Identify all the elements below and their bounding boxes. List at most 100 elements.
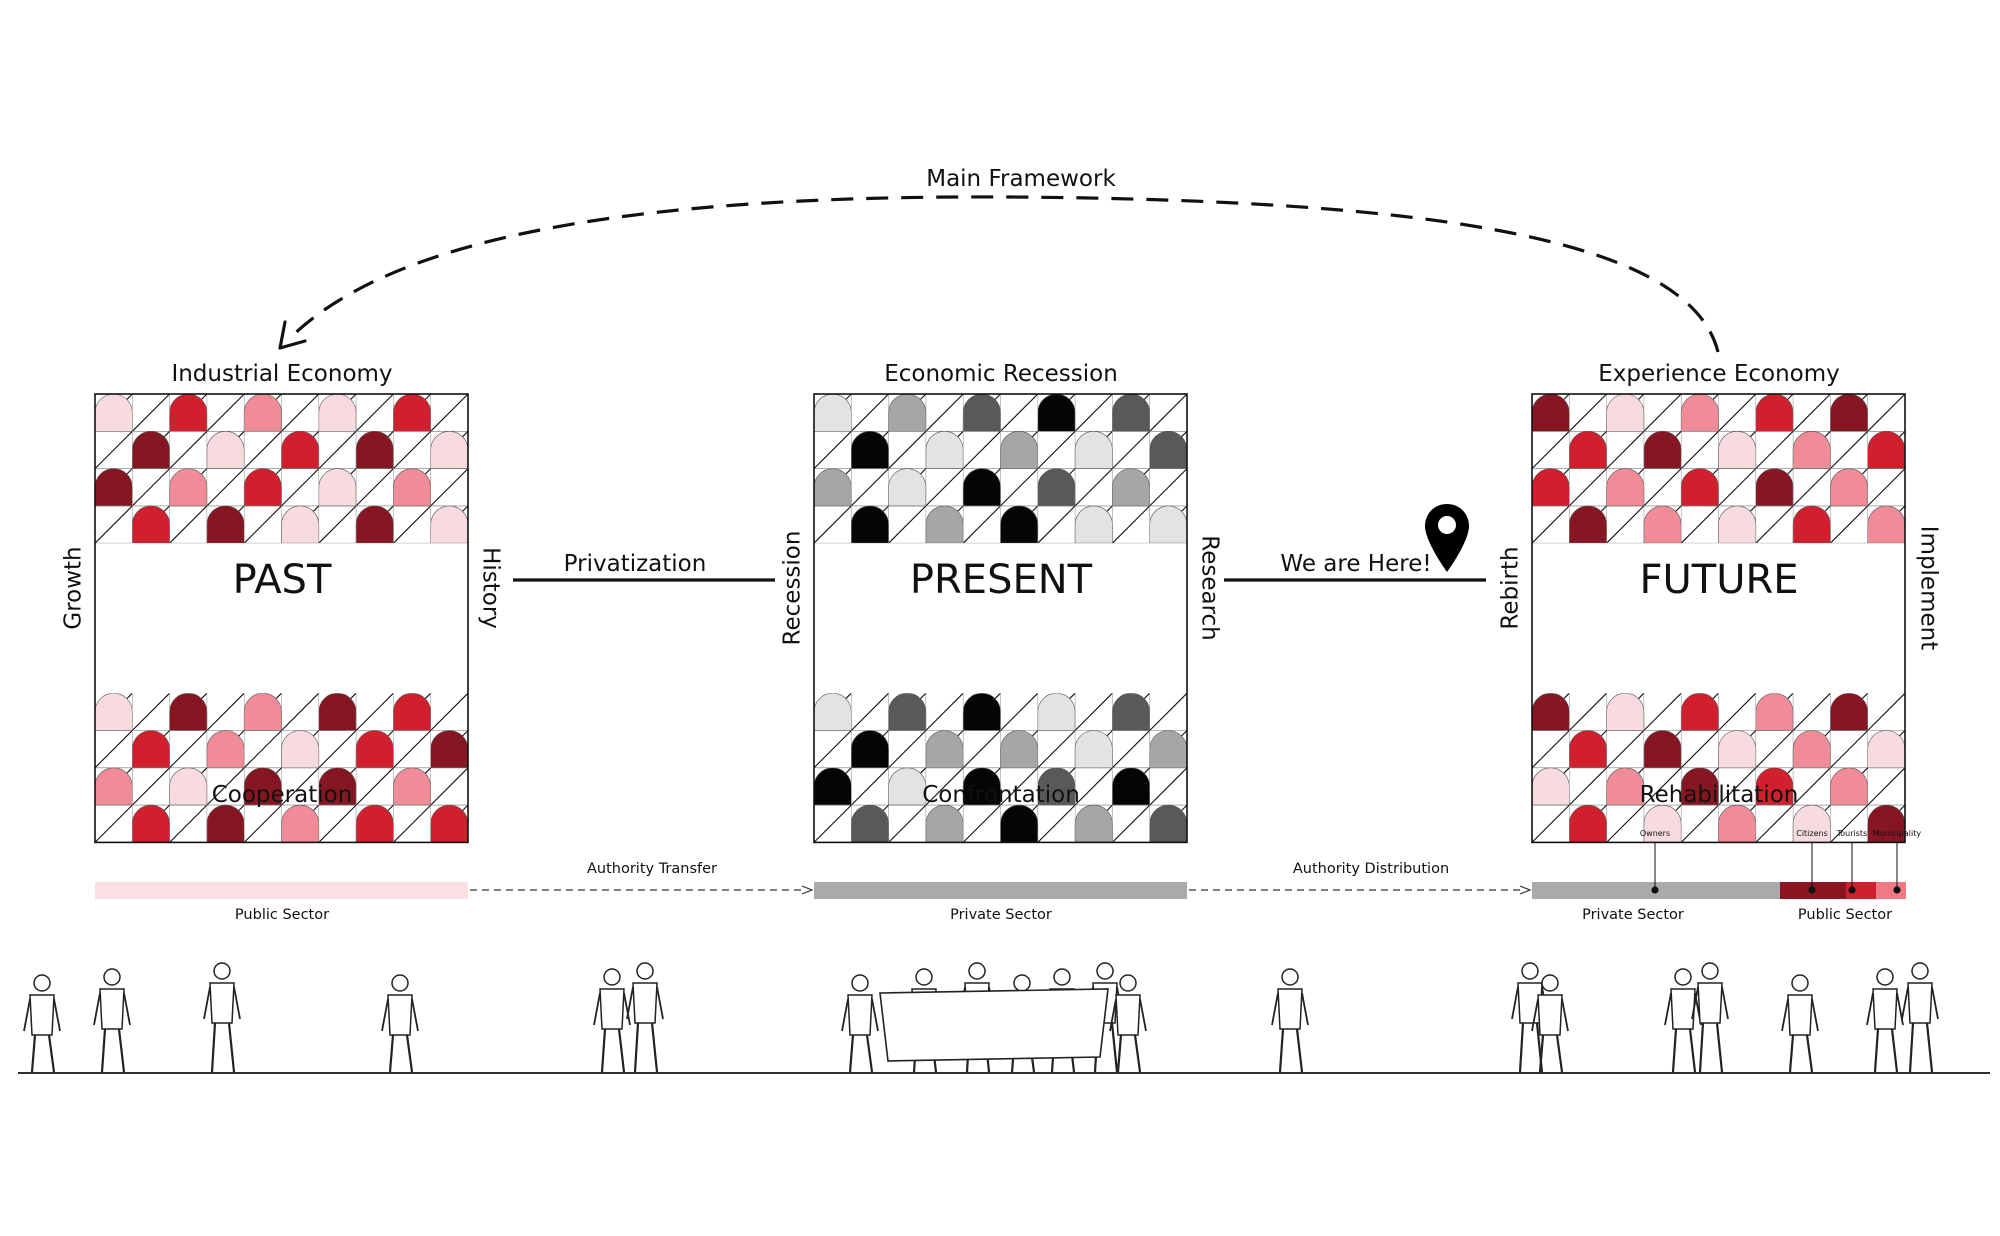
arch-tile bbox=[169, 692, 208, 731]
tile-diagonal bbox=[1606, 505, 1645, 544]
person-body bbox=[1115, 994, 1141, 1036]
person-figure bbox=[841, 974, 879, 1073]
arch-tile bbox=[1867, 505, 1906, 544]
tile-diagonal bbox=[1718, 767, 1757, 806]
arch-tile bbox=[1606, 692, 1645, 731]
person-arms bbox=[1691, 986, 1729, 1020]
past-right-label: History bbox=[477, 547, 504, 629]
tile-diagonal bbox=[813, 804, 852, 843]
person-head bbox=[33, 974, 51, 992]
person-head bbox=[968, 962, 986, 980]
tile-diagonal bbox=[1643, 468, 1682, 507]
person-body bbox=[1872, 988, 1898, 1030]
arch-tile bbox=[355, 505, 394, 544]
arch-tile bbox=[1531, 692, 1570, 731]
person-body bbox=[29, 994, 55, 1036]
person-figure bbox=[23, 974, 61, 1073]
future-right-label: Implement bbox=[1915, 525, 1942, 651]
person-figure bbox=[1109, 974, 1147, 1073]
arch-tile bbox=[1531, 468, 1570, 507]
person-legs bbox=[1908, 1022, 1934, 1073]
present-left-label: Recession bbox=[779, 530, 806, 646]
tile-diagonal bbox=[1112, 505, 1151, 544]
tile-diagonal bbox=[131, 468, 170, 507]
arch-tile bbox=[132, 730, 170, 769]
arch-tile bbox=[888, 767, 927, 806]
arch-tile bbox=[1830, 393, 1868, 432]
private-sector-bar bbox=[814, 882, 1187, 899]
person-head bbox=[851, 974, 869, 992]
tile-diagonal bbox=[355, 468, 394, 507]
tile-diagonal bbox=[94, 804, 133, 843]
arch-tile bbox=[1867, 730, 1906, 769]
arch-tile bbox=[318, 393, 357, 432]
tile-diagonal bbox=[1606, 730, 1645, 769]
person-body bbox=[847, 994, 873, 1036]
tile-diagonal bbox=[1112, 804, 1151, 843]
tile-diagonal bbox=[1568, 393, 1607, 432]
title-band bbox=[1532, 543, 1905, 694]
person-arms bbox=[1866, 992, 1904, 1026]
person-head bbox=[1791, 974, 1809, 992]
arch-tile bbox=[1606, 767, 1645, 806]
arch-tile bbox=[393, 468, 431, 507]
person-legs bbox=[1671, 1028, 1697, 1073]
person-legs bbox=[1788, 1034, 1814, 1073]
tile-diagonal bbox=[1867, 393, 1906, 432]
future-panel bbox=[1531, 393, 1906, 844]
person-arms bbox=[1109, 998, 1147, 1032]
person-legs bbox=[848, 1034, 874, 1073]
arch-tile bbox=[243, 692, 282, 731]
arch-tile bbox=[393, 767, 431, 806]
authority-transfer-label: Authority Transfer bbox=[586, 861, 718, 877]
person-body bbox=[99, 988, 125, 1030]
future-title: FUTURE bbox=[1639, 557, 1799, 603]
privatization-label: Privatization bbox=[563, 551, 707, 577]
person-head bbox=[636, 962, 654, 980]
tile-diagonal bbox=[1792, 468, 1831, 507]
tile-diagonal bbox=[430, 692, 469, 731]
tile-diagonal bbox=[243, 505, 282, 544]
arch-tile bbox=[851, 431, 889, 469]
future-top-label: Experience Economy bbox=[1598, 361, 1840, 387]
person-legs bbox=[1278, 1028, 1304, 1073]
arch-tile bbox=[1149, 730, 1188, 769]
stakeholder-label: Municipality bbox=[1872, 829, 1922, 838]
arch-tile bbox=[1718, 431, 1757, 469]
arch-tile bbox=[1569, 505, 1607, 544]
arch-tile bbox=[430, 431, 469, 469]
tile-diagonal bbox=[1792, 767, 1831, 806]
arch-tile bbox=[243, 468, 282, 507]
arch-tile bbox=[962, 393, 1001, 432]
tile-diagonal bbox=[1755, 505, 1794, 544]
tile-diagonal bbox=[962, 730, 1001, 769]
main-framework-arc bbox=[288, 195, 1720, 353]
tile-diagonal bbox=[1755, 430, 1794, 469]
we-are-here-label: We are Here! bbox=[1280, 551, 1432, 577]
tile-diagonal bbox=[1755, 804, 1794, 843]
tile-diagonal bbox=[962, 430, 1001, 469]
tile-diagonal bbox=[1867, 692, 1906, 731]
arch-tile bbox=[430, 505, 469, 544]
arch-tile bbox=[813, 767, 852, 806]
tile-diagonal bbox=[888, 430, 927, 469]
stakeholder-label: Citizens bbox=[1796, 829, 1828, 838]
arch-tile bbox=[1000, 730, 1039, 769]
person-head bbox=[391, 974, 409, 992]
public-sector-segment bbox=[1876, 882, 1906, 899]
present-top-label: Economic Recession bbox=[884, 361, 1118, 387]
tile-diagonal bbox=[169, 804, 208, 843]
tile-diagonal bbox=[1531, 505, 1570, 544]
tile-diagonal bbox=[1074, 468, 1113, 507]
arch-tile bbox=[281, 431, 320, 469]
tile-diagonal bbox=[1792, 692, 1831, 731]
arch-tile bbox=[925, 804, 964, 843]
arch-tile bbox=[813, 692, 852, 731]
tile-diagonal bbox=[94, 430, 133, 469]
tile-diagonal bbox=[850, 692, 889, 731]
tile-diagonal bbox=[430, 767, 469, 806]
arch-tile bbox=[94, 767, 133, 806]
title-band bbox=[95, 543, 468, 694]
past-title: PAST bbox=[232, 557, 332, 603]
person-head bbox=[1674, 968, 1692, 986]
